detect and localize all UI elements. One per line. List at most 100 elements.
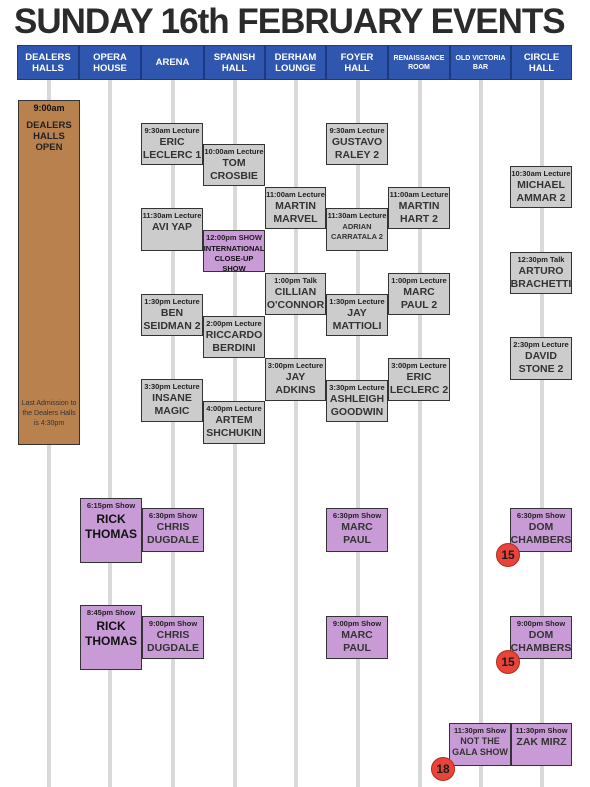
event-card[interactable]: 1:00pm Talk CILLIAN O'CONNOR [265,273,326,315]
event-card[interactable]: 1:30pm Lecture BEN SEIDMAN 2 [141,294,203,336]
column-header-foyer-hall: FOYER HALL [326,45,388,80]
event-card[interactable]: 12:30pm Talk ARTURO BRACHETTI [510,252,572,294]
age-rating-badge: 15 [496,543,520,567]
event-card[interactable]: 8:45pm Show RICK THOMAS [80,605,142,670]
event-name: JAY MATTIOLI [332,307,382,332]
column-header-dealers-halls: DEALERS HALLS [17,45,79,80]
event-name: RICCARDO BERDINI [205,329,263,354]
event-time: 10:00am Lecture [204,147,264,156]
event-time: 9:00pm Show [332,619,382,628]
event-card[interactable]: 9:00pm Show DOM CHAMBERS [510,616,572,659]
event-card[interactable]: 12:00pm SHOW INTERNATIONAL CLOSE-UP SHOW [203,230,265,272]
event-name: ADRIAN CARRATALA 2 [331,222,383,241]
event-name: NOT THE GALA SHOW [452,736,508,757]
column-header-spanish-hall: SPANISH HALL [204,45,265,80]
event-card[interactable]: 6:30pm Show MARC PAUL [326,508,388,552]
event-card[interactable]: 11:00am Lecture MARTIN HART 2 [388,187,450,229]
event-card[interactable]: 10:30am Lecture MICHAEL AMMAR 2 [510,166,572,208]
event-time: 6:30pm Show [332,511,382,520]
event-time: 1:30pm Lecture [144,297,200,306]
event-name: ASHLEIGH GOODWIN [329,393,385,418]
event-time: 1:00pm Talk [274,276,317,285]
event-name: GUSTAVO RALEY 2 [331,136,383,161]
column-header-opera-house: OPERA HOUSE [79,45,141,80]
event-time: 10:30am Lecture [511,169,571,178]
event-time: 6:15pm Show [86,501,136,510]
event-card[interactable]: 3:30pm Lecture INSANE MAGIC [141,379,203,422]
event-card[interactable]: 3:00pm Lecture ERIC LECLERC 2 [388,358,450,401]
event-card[interactable]: 10:00am Lecture TOM CROSBIE [203,144,265,186]
column-guide-line [356,80,360,787]
event-name: JAY ADKINS [275,371,316,396]
dealers-halls-block[interactable]: 9:00am DEALERS HALLS OPEN Last Admission… [18,100,80,445]
event-card[interactable]: 1:00pm Lecture MARC PAUL 2 [388,273,450,315]
event-name: AVI YAP [151,221,193,233]
event-name: DOM CHAMBERS [510,521,572,546]
event-card[interactable]: 11:30am Lecture ADRIAN CARRATALA 2 [326,208,388,251]
event-card[interactable]: 9:30am Lecture ERIC LECLERC 1 [141,123,203,165]
event-time: 9:00pm Show [148,619,198,628]
event-time: 9:00pm Show [516,619,566,628]
event-card[interactable]: 3:30pm Lecture ASHLEIGH GOODWIN [326,380,388,422]
event-card[interactable]: 6:30pm Show CHRIS DUGDALE [142,508,204,552]
event-name: DAVID STONE 2 [518,350,564,375]
event-time: 6:30pm Show [148,511,198,520]
event-card[interactable]: 11:30pm Show NOT THE GALA SHOW [449,723,511,766]
event-name: MARTIN MARVEL [273,200,318,225]
event-time: 1:30pm Lecture [329,297,385,306]
event-card[interactable]: 6:30pm Show DOM CHAMBERS [510,508,572,552]
event-card[interactable]: 2:30pm Lecture DAVID STONE 2 [510,337,572,380]
event-time: 8:45pm Show [86,608,136,617]
event-card[interactable]: 11:30am Lecture AVI YAP [141,208,203,251]
event-time: 3:00pm Lecture [267,361,324,370]
event-time: 1:00pm Lecture [391,276,447,285]
dealers-admission-note: Last Admission to the Dealers Halls is 4… [21,400,77,427]
event-time: 2:30pm Lecture [513,340,569,349]
event-name: ARTEM SHCHUKIN [206,414,262,439]
event-time: 11:30am Lecture [327,211,387,220]
event-card[interactable]: 1:30pm Lecture JAY MATTIOLI [326,294,388,336]
event-name: TOM CROSBIE [210,157,258,182]
event-card[interactable]: 11:00am Lecture MARTIN MARVEL [265,187,326,229]
event-card[interactable]: 6:15pm Show RICK THOMAS [80,498,142,563]
event-name: MARC PAUL 2 [400,286,438,311]
event-card[interactable]: 9:30am Lecture GUSTAVO RALEY 2 [326,123,388,165]
event-name: BEN SEIDMAN 2 [143,307,201,332]
event-name: INSANE MAGIC [152,392,192,417]
event-card[interactable]: 9:00pm Show CHRIS DUGDALE [142,616,204,659]
event-time: 3:30pm Lecture [329,383,385,392]
event-name: MARC PAUL [341,629,373,654]
column-guide-line [479,80,483,787]
event-time: 11:00am Lecture [266,190,325,199]
event-time: 12:30pm Talk [517,255,565,264]
event-card[interactable]: 11:30pm Show ZAK MIRZ [511,723,572,766]
age-rating-badge: 18 [431,757,455,781]
column-guide-line [418,80,422,787]
column-guide-line [540,80,544,787]
column-header-circle-hall: CIRCLE HALL [511,45,572,80]
event-name: RICK THOMAS [85,512,137,541]
event-card[interactable]: 9:00pm Show MARC PAUL [326,616,388,659]
event-card[interactable]: 4:00pm Lecture ARTEM SHCHUKIN [203,401,265,444]
age-rating-badge: 15 [496,650,520,674]
event-time: 11:30pm Show [515,726,568,735]
event-name: CHRIS DUGDALE [147,629,199,654]
event-name: INTERNATIONAL CLOSE-UP SHOW [203,244,265,272]
event-time: 11:30pm Show [453,726,507,735]
event-card[interactable]: 2:00pm Lecture RICCARDO BERDINI [203,316,265,358]
event-time: 3:00pm Lecture [391,361,447,370]
event-name: CILLIAN O'CONNOR [266,286,325,311]
event-card[interactable]: 3:00pm Lecture JAY ADKINS [265,358,326,401]
event-name: DOM CHAMBERS [510,629,572,654]
event-name: MARC PAUL [341,521,373,546]
column-guide-line [171,80,175,787]
event-time: 11:00am Lecture [389,190,449,199]
event-time: 12:00pm SHOW [206,233,262,242]
event-time: 11:30am Lecture [142,211,202,220]
event-time: 4:00pm Lecture [206,404,262,413]
event-name: RICK THOMAS [85,619,137,648]
column-header-arena: ARENA [141,45,204,80]
event-time: 9:30am Lecture [144,126,200,135]
dealers-open-time: 9:00am [33,103,65,113]
event-name: ERIC LECLERC 1 [142,136,202,161]
